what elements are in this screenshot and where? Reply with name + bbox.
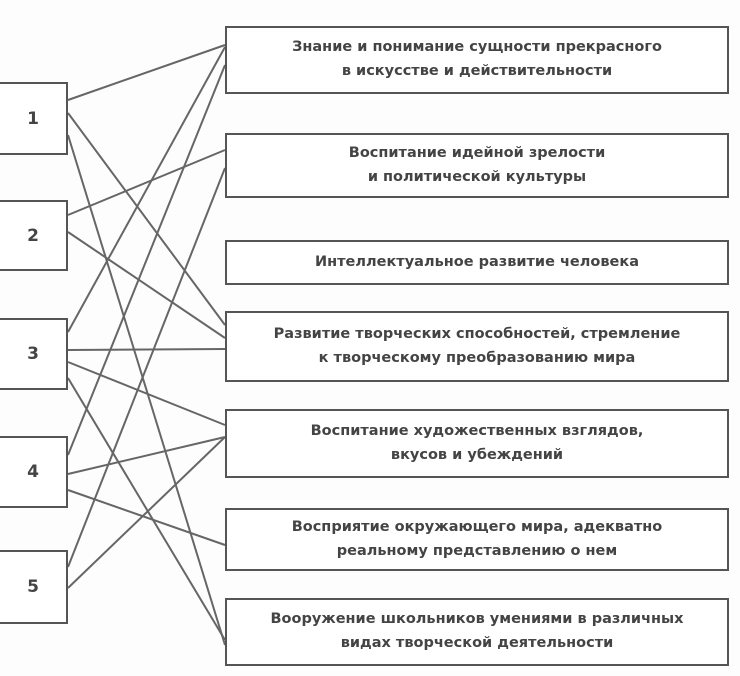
number-box-1: 1 [0, 82, 68, 155]
connection-line-5-2 [67, 167, 226, 568]
number-box-2: 2 [0, 200, 68, 271]
goal-box-7: Вооружение школьников умениями в различн… [225, 598, 729, 666]
number-box-5: 5 [0, 550, 68, 624]
number-box-4: 4 [0, 436, 68, 508]
connection-line-1-1 [67, 44, 226, 101]
connection-line-2-4 [67, 231, 226, 339]
number-box-3: 3 [0, 318, 68, 390]
connection-line-1-4 [67, 112, 226, 326]
connection-line-2-2 [67, 149, 226, 216]
connection-line-3-7 [67, 377, 226, 641]
goal-box-5: Воспитание художественных взглядов, вкус… [225, 409, 729, 478]
connection-line-4-5 [67, 436, 226, 475]
connection-line-3-4 [67, 348, 226, 351]
goal-box-4: Развитие творческих способностей, стремл… [225, 311, 729, 382]
connection-line-1-7 [67, 134, 226, 646]
connection-line-5-5 [67, 436, 226, 589]
connection-line-3-5 [67, 361, 226, 426]
goal-box-6: Восприятие окружающего мира, адекватно р… [225, 508, 729, 571]
goal-box-1: Знание и понимание сущности прекрасного … [225, 26, 729, 94]
connection-line-4-6 [67, 489, 226, 546]
connection-line-4-1 [67, 64, 226, 456]
connection-line-3-1 [67, 46, 226, 333]
goal-box-3: Интеллектуальное развитие человека [225, 240, 729, 285]
goal-box-2: Воспитание идейной зрелости и политическ… [225, 133, 729, 198]
